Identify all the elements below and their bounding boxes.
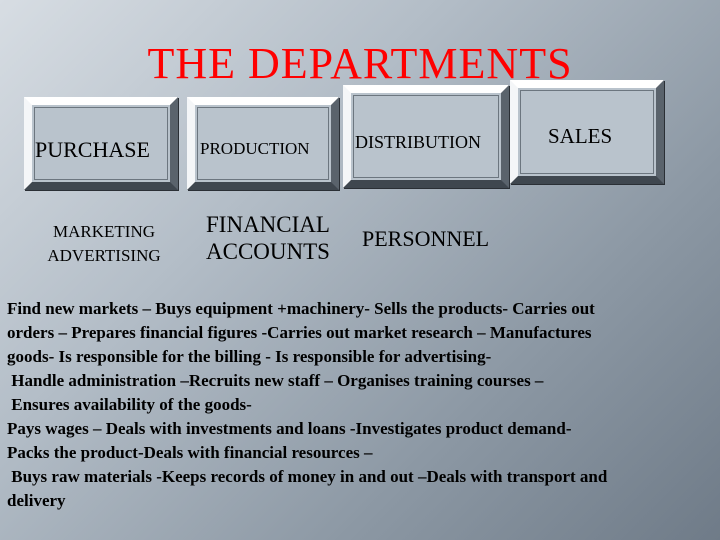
box-distribution	[343, 85, 509, 188]
duties-line-8: Buys raw materials -Keeps records of mon…	[7, 467, 608, 486]
box-sales	[510, 80, 664, 184]
duties-line-1: Find new markets – Buys equipment +machi…	[7, 299, 595, 318]
dept-purchase: PURCHASE	[35, 137, 150, 162]
box-purchase	[24, 97, 178, 190]
dept-financial-accounts: FINANCIAL ACCOUNTS	[200, 211, 336, 265]
duties-line-3: goods- Is responsible for the billing - …	[7, 347, 492, 366]
dept-personnel: PERSONNEL	[362, 226, 490, 251]
page-title: THE DEPARTMENTS	[147, 39, 573, 88]
dept-financial: FINANCIAL	[206, 212, 330, 237]
duties-line-5: Ensures availability of the goods-	[7, 395, 252, 414]
dept-production: PRODUCTION	[200, 139, 310, 158]
box-production	[187, 97, 339, 190]
department-duties-text: Find new markets – Buys equipment +machi…	[7, 297, 719, 513]
dept-advertising-label: ADVERTISING	[47, 246, 161, 265]
duties-line-4: Handle administration –Recruits new staf…	[7, 371, 544, 390]
duties-line-9: delivery	[7, 491, 66, 510]
dept-marketing: MARKETING	[53, 222, 155, 241]
dept-sales: SALES	[548, 124, 613, 148]
duties-line-7: Packs the product-Deals with financial r…	[7, 443, 373, 462]
dept-accounts: ACCOUNTS	[206, 239, 330, 264]
dept-distribution: DISTRIBUTION	[355, 132, 481, 152]
dept-marketing-advertising: MARKETING ADVERTISING	[34, 220, 174, 268]
duties-line-2: orders – Prepares financial figures -Car…	[7, 323, 592, 342]
duties-line-6: Pays wages – Deals with investments and …	[7, 419, 572, 438]
